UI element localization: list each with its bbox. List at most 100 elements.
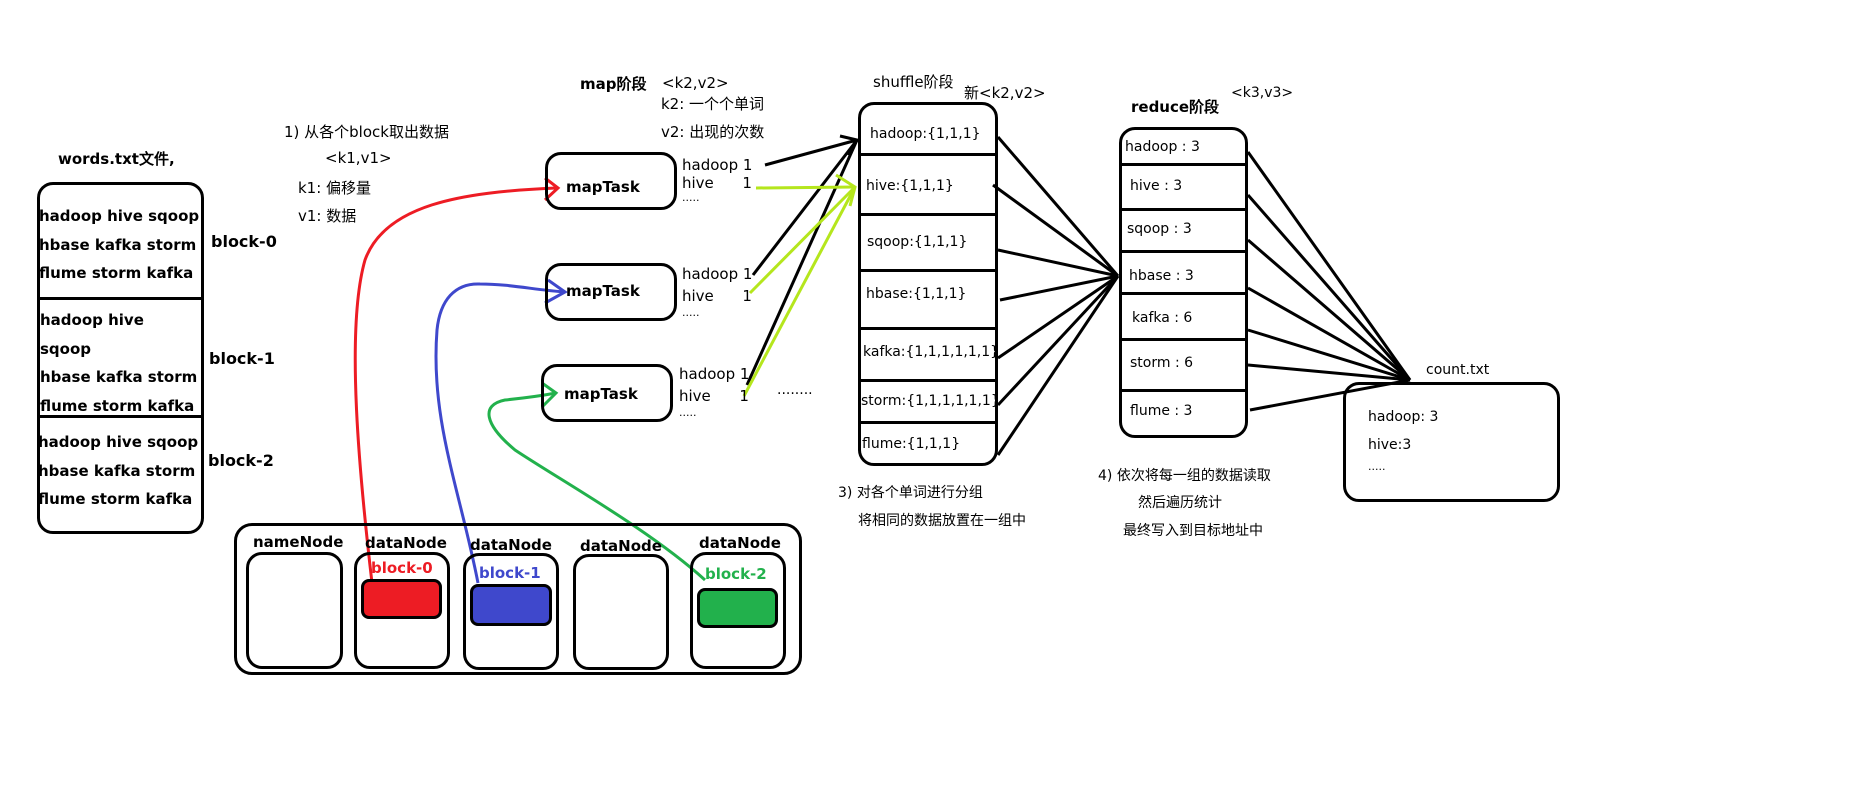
reduce-note-2: 然后遍历统计 (1138, 495, 1222, 511)
input-line: hadoop hive sqoop (39, 207, 200, 225)
map-output-line: hadoop 1 (679, 365, 750, 383)
reduce-stage-title: reduce阶段 (1131, 98, 1220, 116)
step1-v1: v1: 数据 (298, 207, 357, 225)
group-divider (861, 421, 995, 424)
map-output-line: hive 1 (679, 387, 749, 405)
map-output-line: hive 1 (682, 174, 752, 192)
result-divider (1122, 389, 1245, 392)
datanode-box-2 (463, 553, 559, 670)
map3-hadoop-arrow (745, 139, 859, 386)
block-0-to-maptask-arrow (353, 186, 557, 584)
group-divider (861, 213, 995, 216)
input-line: hbase kafka storm (40, 368, 198, 386)
result-divider (1122, 208, 1245, 211)
maptask-1-label: mapTask (566, 178, 640, 196)
result-divider (1122, 292, 1245, 295)
map-output-line: ..... (682, 191, 700, 204)
step1-kv: <k1,v1> (325, 149, 392, 167)
shuffle-stage-title: shuffle阶段 (873, 73, 954, 91)
output-line: hive:3 (1368, 437, 1412, 453)
node-label-2: dataNode (470, 536, 552, 554)
reduce-result-1: hive : 3 (1130, 178, 1183, 194)
reduce-note-1: 4) 依次将每一组的数据读取 (1098, 468, 1271, 484)
maptask-3 (541, 364, 673, 422)
map2-hive-arrow (748, 185, 857, 295)
maptask-1-output: hadoop 1 hive 1 ..... (682, 156, 752, 204)
block-1-arrowhead (544, 278, 568, 305)
input-file-title: words.txt文件, (58, 150, 175, 168)
namenode-box (246, 552, 343, 669)
group-divider (861, 379, 995, 382)
datanode-1-block-label: block-0 (371, 559, 433, 577)
output-file-title: count.txt (1426, 362, 1490, 378)
datanode-4-block-label: block-2 (705, 565, 767, 583)
reduce-result-4: kafka : 6 (1132, 310, 1193, 326)
input-line: flume storm kafka (39, 264, 194, 282)
shuffle-group-2: sqoop:{1,1,1} (867, 234, 968, 250)
shuffle-group-4: kafka:{1,1,1,1,1,1} (863, 344, 1000, 360)
map-output-line: hive 1 (682, 287, 752, 305)
block-1-to-maptask-arrow (434, 282, 566, 584)
map-output-line: ..... (679, 406, 697, 419)
input-line: hadoop hive (40, 311, 144, 329)
input-line: hadoop hive sqoop (38, 433, 199, 451)
node-label-4: dataNode (699, 534, 781, 552)
step1-k1: k1: 偏移量 (298, 179, 372, 197)
maptask-3-label: mapTask (564, 385, 638, 403)
cluster-box (234, 523, 802, 675)
block-label-0: block-0 (211, 232, 277, 251)
shuffle-group-1: hive:{1,1,1} (866, 178, 954, 194)
map-stage-k2: k2: 一个个单词 (661, 95, 765, 113)
map-output-line: ..... (682, 306, 700, 319)
reduce-stage-kv: <k3,v3> (1231, 85, 1294, 101)
block-label-1: block-1 (209, 349, 275, 368)
datanode-box-4 (690, 552, 786, 669)
input-file-box (37, 182, 204, 534)
group-divider (861, 269, 995, 272)
node-label-3: dataNode (580, 537, 662, 555)
result-divider (1122, 250, 1245, 253)
output-line: ..... (1368, 460, 1386, 473)
shuffle-note-1: 3) 对各个单词进行分组 (838, 485, 983, 501)
hive-arrowhead (835, 173, 857, 207)
input-line: sqoop (40, 339, 92, 358)
input-block-0-text: hadoop hive sqoop hbase kafka storm flum… (39, 202, 199, 288)
group-divider (861, 327, 995, 330)
output-file-box (1343, 382, 1560, 502)
group-divider (861, 153, 995, 156)
block-divider (40, 415, 201, 418)
map1-hive-arrow (755, 185, 856, 190)
datanode-box-1 (354, 552, 450, 669)
map-stage-v2: v2: 出现的次数 (661, 123, 765, 141)
node-label-0: nameNode (253, 533, 344, 551)
map2-hadoop-arrow (751, 139, 859, 276)
block-label-2: block-2 (208, 451, 274, 470)
hadoop-arrowhead (839, 134, 860, 156)
reduce-result-3: hbase : 3 (1129, 268, 1194, 284)
input-block-2-text: hadoop hive sqoop hbase kafka storm flum… (38, 428, 198, 514)
maptask-2 (545, 263, 677, 321)
reduce-box (1119, 127, 1248, 438)
input-line: flume storm kafka (38, 490, 193, 508)
node-label-1: dataNode (365, 534, 447, 552)
result-divider (1122, 338, 1245, 341)
maptask-3-output: hadoop 1 hive 1 ..... (679, 363, 749, 419)
shuffle-note-2: 将相同的数据放置在一组中 (858, 513, 1026, 529)
input-line: hbase kafka storm (38, 461, 196, 480)
reduce-to-output-lines (1246, 151, 1412, 412)
block-1-chip (470, 584, 552, 626)
input-block-1-text: hadoop hive sqoop hbase kafka storm flum… (40, 306, 197, 420)
shuffle-group-6: flume:{1,1,1} (862, 436, 961, 452)
map-more-ellipsis: ........ (777, 382, 813, 398)
map3-hive-arrow (742, 186, 857, 397)
shuffle-group-3: hbase:{1,1,1} (866, 286, 967, 302)
block-divider (40, 297, 201, 300)
map-stage-kv: <k2,v2> (662, 74, 729, 92)
reduce-result-5: storm : 6 (1130, 355, 1194, 371)
input-line: hbase kafka storm (39, 235, 197, 254)
shuffle-stage-kv: 新<k2,v2> (964, 84, 1046, 102)
map-output-line: hadoop 1 (682, 265, 753, 283)
map-stage-title: map阶段 (580, 75, 647, 93)
maptask-2-output: hadoop 1 hive 1 ..... (682, 263, 752, 319)
map-output-line: hadoop 1 (682, 156, 753, 174)
